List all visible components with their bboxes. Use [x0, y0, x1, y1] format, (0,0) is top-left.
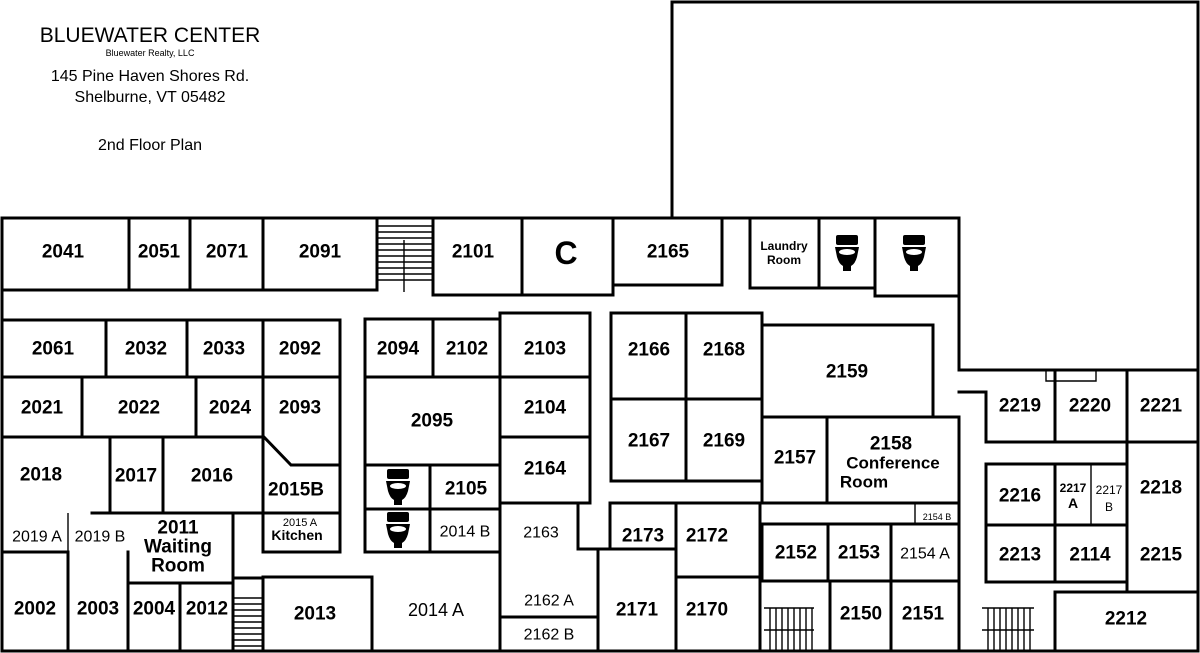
- room-label: 2016: [191, 466, 233, 487]
- room-label: 2061: [32, 339, 75, 360]
- room-label: 2150: [840, 604, 882, 625]
- room-label: 2015 A: [283, 517, 318, 529]
- room-label: 2220: [1069, 396, 1111, 417]
- room-label: Waiting: [144, 537, 212, 558]
- room-label: 2093: [279, 398, 321, 419]
- room-label: 2013: [294, 604, 336, 625]
- building-title: BLUEWATER CENTER: [40, 24, 261, 47]
- toilet-icon: [835, 235, 859, 271]
- room-label: 2166: [628, 340, 670, 361]
- room-label: 2015B: [268, 480, 324, 501]
- room-label: 2022: [118, 398, 160, 419]
- room-label: 2170: [686, 600, 728, 621]
- center-block-walls: [363, 311, 762, 653]
- room-label: 2217: [1096, 483, 1123, 497]
- room-label: 2215: [1140, 545, 1183, 566]
- room-label: 2151: [902, 604, 945, 625]
- room-label: 2163: [523, 525, 559, 542]
- room-label: 2169: [703, 431, 745, 452]
- room-label: 2171: [616, 600, 659, 621]
- room-label: 2024: [209, 398, 252, 419]
- room-label: 2162 B: [524, 627, 575, 644]
- stairs-icon: [764, 607, 814, 650]
- room-label: 2003: [77, 599, 119, 620]
- room-label: 2168: [703, 340, 745, 361]
- room-label: 2217: [1060, 481, 1087, 495]
- address-line-1: 145 Pine Haven Shores Rd.: [51, 68, 249, 85]
- room-label: 2102: [446, 339, 488, 360]
- room-label: 2212: [1105, 609, 1147, 630]
- room-label: 2165: [647, 242, 690, 263]
- room-label: B: [1105, 500, 1113, 514]
- room-label: 2012: [186, 599, 228, 620]
- room-label: 2162 A: [524, 593, 574, 610]
- room-label: 2153: [838, 543, 880, 564]
- room-label: 2092: [279, 339, 321, 360]
- room-label: 2218: [1140, 478, 1182, 499]
- room-label: 2033: [203, 339, 245, 360]
- room-label: 2216: [999, 486, 1041, 507]
- room-label: 2114: [1069, 545, 1111, 566]
- toilet-icon: [386, 512, 410, 548]
- room-label: 2101: [452, 242, 495, 263]
- room-label: 2104: [524, 398, 567, 419]
- room-label: 2103: [524, 339, 566, 360]
- room-label: 2041: [42, 242, 85, 263]
- room-label: 2019 A: [12, 529, 62, 546]
- room-label: 2159: [826, 362, 868, 383]
- room-label: 2071: [206, 242, 249, 263]
- room-label: Room: [151, 556, 205, 577]
- floor-title: 2nd Floor Plan: [98, 137, 202, 154]
- room-label: 2032: [125, 339, 167, 360]
- room-label: 2014 B: [440, 524, 491, 541]
- room-label: 2164: [524, 459, 567, 480]
- mid-right-walls: [609, 311, 961, 653]
- room-label: 2014 A: [408, 600, 464, 620]
- top-row-walls: [0, 216, 961, 298]
- stairs-icon: [982, 607, 1034, 650]
- room-label: 2213: [999, 545, 1041, 566]
- room-label: 2017: [115, 466, 157, 487]
- company-name: Bluewater Realty, LLC: [106, 48, 195, 58]
- room-label: 2011: [157, 518, 199, 539]
- left-block-walls: [0, 318, 374, 653]
- room-label: 2172: [686, 526, 728, 547]
- room-label: 2154 A: [900, 546, 950, 563]
- room-label: 2157: [774, 448, 816, 469]
- toilet-icon: [386, 469, 410, 505]
- stairs-icon: [378, 225, 432, 292]
- room-label: 2219: [999, 396, 1041, 417]
- room-label: 2152: [775, 543, 817, 564]
- room-label: Kitchen: [271, 527, 322, 543]
- room-label: 2004: [133, 599, 176, 620]
- room-label: Laundry: [760, 239, 808, 253]
- room-label: A: [1068, 495, 1078, 511]
- room-label: 2091: [299, 242, 342, 263]
- room-label: Room: [840, 473, 888, 492]
- room-label: 2173: [622, 526, 664, 547]
- room-label: 2221: [1140, 396, 1183, 417]
- room-label: 2154 B: [923, 512, 952, 522]
- right-block-walls: [957, 368, 1200, 653]
- room-label: 2002: [14, 599, 56, 620]
- room-label: 2051: [138, 242, 181, 263]
- room-label: 2021: [21, 398, 64, 419]
- room-label: 2167: [628, 431, 670, 452]
- room-label: Conference: [846, 454, 940, 473]
- address-line-2: Shelburne, VT 05482: [75, 89, 226, 106]
- room-label: 2158: [870, 434, 912, 455]
- room-label: 2019 B: [75, 529, 126, 546]
- toilet-icon: [902, 235, 926, 271]
- room-label: 2105: [445, 479, 488, 500]
- room-label: 2095: [411, 411, 454, 432]
- room-label: 2018: [20, 465, 62, 486]
- room-label: Room: [767, 253, 801, 267]
- room-label: 2094: [377, 339, 420, 360]
- room-labels: 2041 2051 2071 2091 2101 C 2165 Laundry …: [12, 235, 1182, 644]
- stairs-icon: [234, 597, 262, 647]
- room-label: C: [554, 235, 577, 271]
